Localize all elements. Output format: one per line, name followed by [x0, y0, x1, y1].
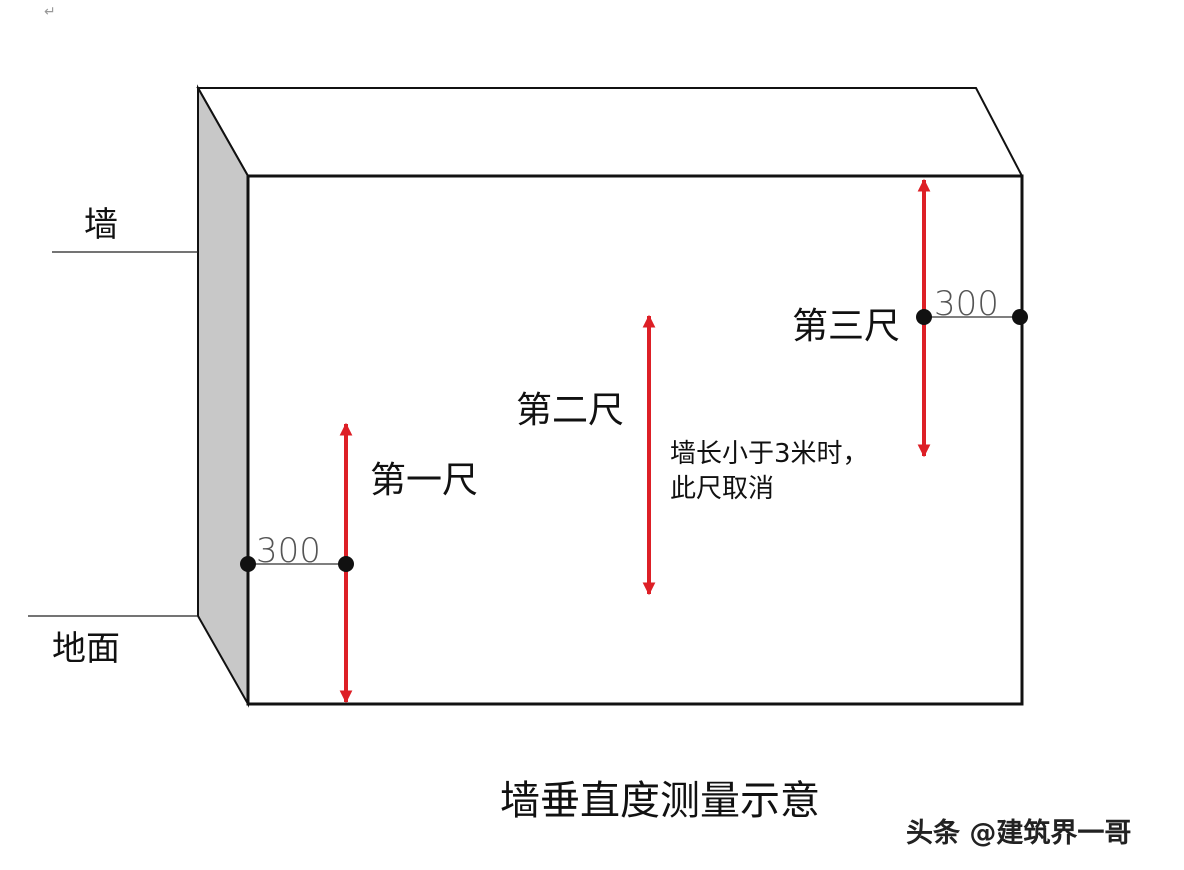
ruler-1: 300 第一尺 — [240, 422, 478, 704]
dim-right-label: 300 — [934, 284, 999, 324]
ruler-2-label: 第二尺 — [516, 390, 624, 431]
ground-label: 地面 — [52, 629, 120, 669]
wall-top-face — [196, 87, 1024, 177]
ruler-2: 第二尺 墙长小于3米时， 此尺取消 — [516, 314, 869, 596]
wall-side-face — [197, 84, 249, 708]
return-mark: ↵ — [44, 4, 56, 20]
ruler-3-label: 第三尺 — [792, 306, 900, 347]
dim-left-point-start — [240, 556, 256, 572]
dim-left-point-end — [338, 556, 354, 572]
ruler-3: 300 第三尺 — [792, 178, 1028, 458]
note-line-2: 此尺取消 — [670, 474, 774, 504]
dim-right-point-start — [916, 309, 932, 325]
wall-box — [196, 84, 1024, 708]
diagram-caption: 墙垂直度测量示意 — [500, 778, 820, 824]
wall-front-face — [246, 174, 1024, 706]
note-line-1: 墙长小于3米时， — [670, 439, 869, 469]
ruler-1-label: 第一尺 — [370, 460, 478, 501]
dim-right-point-end — [1012, 309, 1028, 325]
dim-left-label: 300 — [256, 531, 321, 571]
watermark-text: 头条 @建筑界一哥 — [906, 817, 1131, 849]
wall-label: 墙 — [84, 205, 118, 245]
